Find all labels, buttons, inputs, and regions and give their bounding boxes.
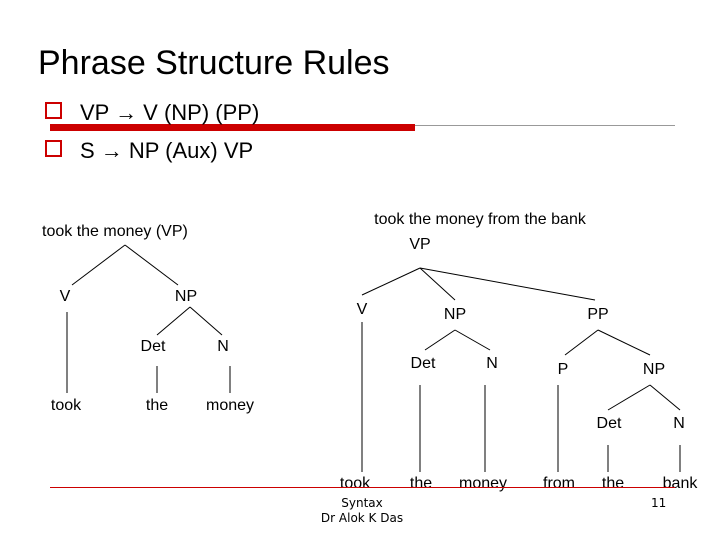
tree1-node-n: N	[217, 338, 229, 355]
tree1-word-the: the	[145, 397, 169, 414]
bullet-text: S → NP (Aux) VP	[80, 138, 254, 163]
branch-np-n2	[649, 384, 681, 411]
tree2-word-money: money	[458, 475, 508, 492]
title-accent-bar	[50, 124, 415, 131]
tree2-node-n2: N	[673, 415, 685, 432]
page-number: 11	[651, 496, 667, 510]
square-bullet-icon	[45, 102, 62, 119]
branch-pp-p	[564, 329, 599, 356]
branch-np-det	[156, 306, 191, 336]
tree2-node-vp: VP	[409, 236, 431, 253]
tree2-node-np2: NP	[642, 361, 666, 378]
branch-vp-v	[71, 244, 126, 286]
bullet-vp-rule: VP → V (NP) (PP)	[45, 100, 259, 126]
footer-author: Dr Alok K Das	[320, 511, 404, 525]
tree2-word-the2: the	[601, 475, 625, 492]
branch-vp-v	[361, 267, 421, 296]
tree2-node-v: V	[356, 301, 368, 318]
slide-title: Phrase Structure Rules	[38, 44, 390, 82]
tree2-word-from: from	[543, 475, 575, 492]
tree2-word-the: the	[409, 475, 433, 492]
branch-pp-np	[597, 329, 651, 356]
branch-vp-np	[419, 267, 456, 301]
branch-np-n	[454, 329, 491, 351]
tree2-node-n: N	[486, 355, 498, 372]
tree2-node-det: Det	[410, 355, 436, 372]
tree2-node-pp: PP	[587, 306, 609, 323]
branch-vp-np	[124, 244, 179, 286]
tree1-word-money: money	[205, 397, 255, 414]
tree2-caption: took the money from the bank	[374, 211, 586, 228]
tree2-node-p: P	[557, 361, 569, 378]
tree1-word-took: took	[50, 397, 82, 414]
tree1-node-v: V	[59, 288, 71, 305]
footer-credit: Syntax Dr Alok K Das	[321, 496, 403, 526]
square-bullet-icon	[45, 140, 62, 157]
footer-line	[50, 487, 675, 488]
footer-subject: Syntax	[341, 496, 383, 510]
tree2-node-det2: Det	[596, 415, 622, 432]
tree2-word-bank: bank	[662, 475, 698, 492]
tree1-node-np: NP	[174, 288, 198, 305]
branch-np-n	[189, 306, 223, 336]
tree1-node-det: Det	[140, 338, 166, 355]
branch-np-det2	[607, 384, 651, 411]
branch-vp-pp	[419, 267, 596, 301]
tree2-node-np: NP	[443, 306, 467, 323]
tree1-caption: took the money (VP)	[42, 223, 188, 240]
tree2-word-took: took	[339, 475, 371, 492]
bullet-text: VP → V (NP) (PP)	[80, 100, 260, 125]
branch-np-det	[424, 329, 456, 351]
bullet-s-rule: S → NP (Aux) VP	[45, 138, 253, 164]
